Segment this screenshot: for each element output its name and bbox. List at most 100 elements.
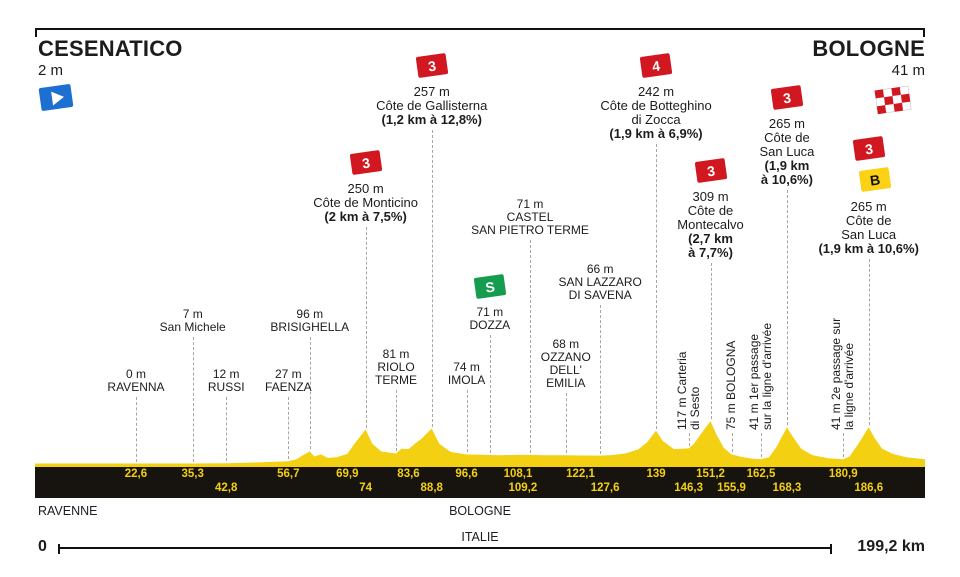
climb-name: Côte de Gallisterna bbox=[376, 98, 488, 113]
waypoint-line: 117 m Carteria bbox=[674, 351, 689, 430]
play-triangle-icon bbox=[50, 89, 65, 106]
climb-name: Côte de Botteghino bbox=[600, 98, 712, 113]
connector-dash-line bbox=[135, 397, 137, 462]
km-mark: 151,2 bbox=[696, 468, 725, 480]
waypoint-line: SAN LAZZARO bbox=[558, 275, 642, 289]
country-label: ITALIE bbox=[461, 530, 499, 544]
region-label-left: RAVENNE bbox=[38, 504, 98, 518]
waypoint-line: sur la ligne d'arrivée bbox=[760, 322, 775, 430]
connector-dash-line bbox=[530, 240, 532, 453]
connector-dash-line bbox=[786, 190, 788, 426]
km-mark: 155,9 bbox=[717, 482, 746, 494]
connector-dash-line bbox=[868, 259, 870, 426]
climb-name: San Luca bbox=[759, 144, 815, 159]
waypoint-line: 81 m bbox=[382, 347, 410, 361]
waypoint-line: 66 m bbox=[586, 262, 614, 276]
climb-name: Montecalvo bbox=[677, 217, 744, 232]
checker-square bbox=[874, 89, 885, 99]
start-elevation: 2 m bbox=[38, 62, 64, 79]
start-city-name: CESENATICO bbox=[38, 36, 183, 61]
connector-dash-line bbox=[192, 337, 194, 462]
waypoint-line: 7 m bbox=[182, 307, 203, 321]
km-mark: 74 bbox=[359, 482, 372, 494]
climb-summit-elevation: 265 m bbox=[768, 116, 805, 131]
km-mark: 162,5 bbox=[746, 468, 776, 480]
axis-end-value: 199,2 km bbox=[857, 538, 925, 555]
km-mark: 127,6 bbox=[590, 482, 620, 494]
km-mark: 96,6 bbox=[455, 468, 478, 480]
connector-dash-line bbox=[600, 305, 602, 454]
connector-dash-line bbox=[431, 130, 433, 427]
climb-summit-elevation: 257 m bbox=[413, 84, 450, 99]
distance-axis bbox=[58, 544, 832, 554]
connector-dash-line bbox=[365, 227, 367, 428]
km-mark: 180,9 bbox=[828, 468, 858, 480]
connector-dash-line bbox=[309, 337, 311, 450]
climb-category-flag-icon: 3 bbox=[694, 158, 727, 183]
waypoint-line: SAN PIETRO TERME bbox=[471, 223, 589, 237]
climb-category-flag-icon: 3 bbox=[852, 136, 886, 161]
end-elevation: 41 m bbox=[891, 62, 925, 79]
waypoint-line: RUSSI bbox=[207, 380, 245, 394]
waypoint-line: FAENZA bbox=[264, 380, 312, 394]
km-mark: 139 bbox=[646, 468, 666, 480]
km-mark: 122,1 bbox=[566, 468, 595, 480]
waypoint-line: di Sesto bbox=[687, 386, 702, 430]
climb-gradient: (1,2 km à 12,8%) bbox=[381, 112, 482, 127]
climb-category-flag-icon: 3 bbox=[349, 150, 382, 175]
waypoint-label-text: 75 m BOLOGNA bbox=[724, 341, 738, 430]
climb-category-flag-icon: 4 bbox=[639, 53, 673, 78]
region-label-center: BOLOGNE bbox=[449, 504, 511, 518]
climb-category-flag-icon: 3 bbox=[770, 85, 804, 110]
top-rule bbox=[35, 28, 925, 37]
waypoint-line: 12 m bbox=[212, 367, 240, 381]
climb-summit-elevation: 309 m bbox=[692, 189, 729, 204]
waypoint-line: CASTEL bbox=[506, 210, 554, 224]
distance-band bbox=[35, 465, 925, 498]
climb-name: di Zocca bbox=[631, 112, 681, 127]
waypoint-line: 71 m bbox=[516, 197, 544, 211]
checker-square bbox=[893, 102, 904, 112]
climb-summit-elevation: 250 m bbox=[347, 181, 384, 196]
waypoint-line: TERME bbox=[375, 373, 417, 387]
climb-gradient: (2,7 km bbox=[688, 231, 733, 246]
connector-dash-line bbox=[565, 393, 567, 454]
km-mark: 108,1 bbox=[503, 468, 533, 480]
waypoint-line: OZZANO bbox=[540, 350, 591, 364]
climb-gradient: (2 km à 7,5%) bbox=[324, 209, 407, 224]
checker-square bbox=[884, 96, 894, 106]
km-mark: 35,3 bbox=[181, 468, 204, 480]
connector-dash-line bbox=[656, 144, 658, 429]
connector-dash-line bbox=[288, 397, 290, 460]
axis-start-value: 0 bbox=[38, 538, 47, 555]
connector-dash-line bbox=[710, 263, 712, 420]
waypoint-line: San Michele bbox=[159, 320, 226, 334]
km-mark: 109,2 bbox=[508, 482, 538, 494]
waypoint-line: 0 m bbox=[125, 367, 146, 381]
climb-name: San Luca bbox=[841, 227, 897, 242]
waypoint-line: DI SAVENA bbox=[568, 288, 632, 302]
checker-squares bbox=[874, 86, 911, 115]
sprint-label-line: 71 m bbox=[476, 305, 504, 319]
climb-gradient: à 7,7%) bbox=[688, 245, 733, 260]
waypoint-line: RIOLO bbox=[377, 360, 415, 374]
waypoint-line: IMOLA bbox=[447, 373, 486, 387]
climb-name: Côte de bbox=[687, 203, 734, 218]
km-mark: 168,3 bbox=[772, 482, 802, 494]
km-mark: 42,8 bbox=[215, 482, 238, 494]
climb-name: Côte de bbox=[845, 213, 892, 228]
waypoint-line: BRISIGHELLA bbox=[270, 320, 350, 334]
checkered-flag-icon bbox=[874, 85, 912, 115]
